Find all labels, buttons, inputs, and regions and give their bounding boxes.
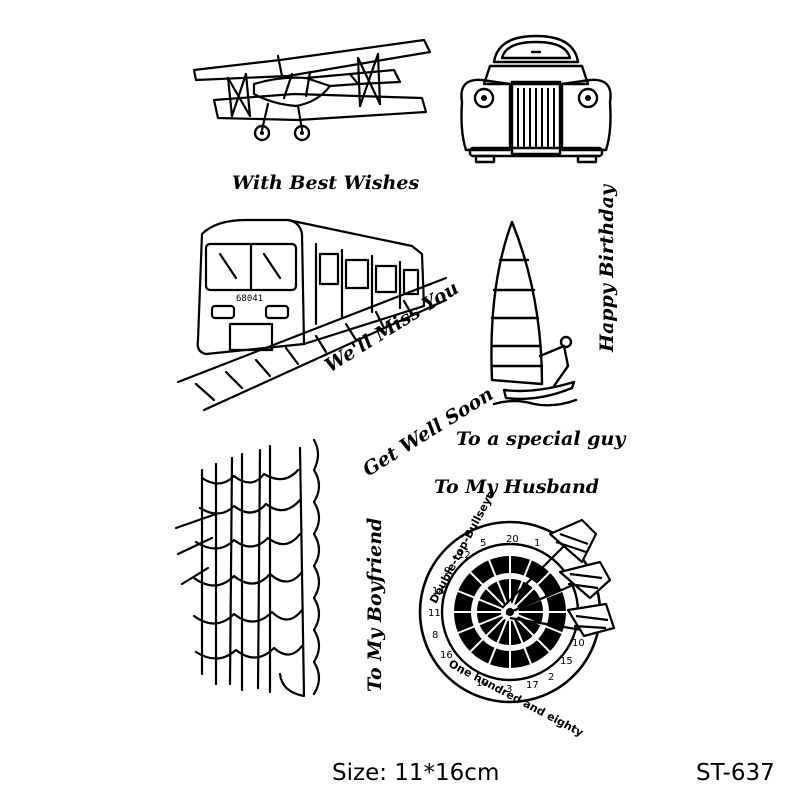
dartboard-number-14: 14 (432, 586, 445, 597)
dartboard-number-2: 2 (548, 672, 554, 683)
dartboard-number-3: 3 (506, 684, 512, 695)
dartboard-number-7: 7 (458, 666, 464, 677)
windsurfer-illustration (490, 220, 578, 407)
sentiment-with-best-wishes: With Best Wishes (232, 172, 420, 194)
dartboard-number-10: 10 (572, 638, 585, 649)
dartboard-number-15: 15 (560, 656, 573, 667)
train-illustration: 68041 (176, 218, 448, 412)
vintage-car-illustration (460, 34, 612, 164)
train-number: 68041 (236, 294, 263, 304)
sentiment-to-my-husband: To My Husband (434, 476, 600, 498)
dartboard-number-9: 9 (444, 566, 450, 577)
sentiment-to-my-boyfriend: To My Boyfriend (364, 517, 386, 692)
product-code: ST-637 (696, 760, 775, 786)
dartboard-number-16: 16 (440, 650, 453, 661)
dartboard-number-1: 1 (534, 538, 540, 549)
dartboard-number-11: 11 (428, 608, 441, 619)
dartboard-number-20: 20 (506, 534, 519, 545)
dartboard-number-5: 5 (480, 538, 486, 549)
dartboard-number-8: 8 (432, 630, 438, 641)
sentiment-happy-birthday: Happy Birthday (596, 184, 618, 352)
dartboard-number-12: 12 (458, 550, 471, 561)
dartboard-number-19: 19 (476, 678, 489, 689)
dartboard-illustration: 20 1 5 12 9 14 11 8 16 7 19 3 17 2 15 10 (418, 518, 616, 704)
size-caption: Size: 11*16cm (332, 760, 500, 786)
biplane-illustration (192, 38, 432, 142)
dartboard-number-17: 17 (526, 680, 539, 691)
sailing-ship-illustration (174, 438, 321, 698)
sentiment-to-a-special-guy: To a special guy (456, 428, 626, 450)
